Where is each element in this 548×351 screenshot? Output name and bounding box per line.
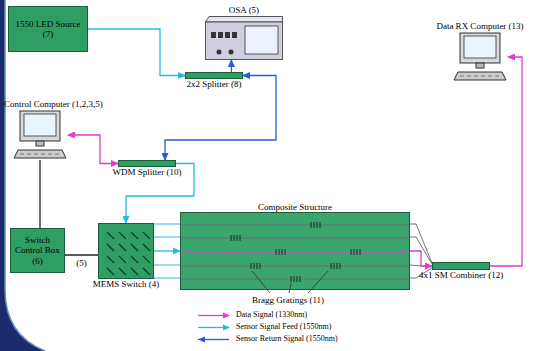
fiber-connector xyxy=(410,251,432,266)
fiber-connector xyxy=(154,250,180,251)
splitter-bar: WDM Splitter (10) xyxy=(118,160,176,167)
node-label: OSA (5) xyxy=(229,5,259,15)
node-label: Control Computer (1,2,3,5) xyxy=(4,99,103,109)
legend-sample xyxy=(196,323,232,332)
legend-text: Sensor Signal Feed (1550nm) xyxy=(236,322,331,331)
shape-art xyxy=(181,213,409,289)
node-label: 4x1 SM Combiner (12) xyxy=(419,270,503,280)
leader-line xyxy=(308,271,328,293)
shape-art xyxy=(205,16,283,60)
composite-panel: Composite Structure xyxy=(180,212,410,290)
control-box: Switch Control Box (6) xyxy=(10,228,65,273)
fiber-connector xyxy=(68,135,118,164)
fiber-connector xyxy=(490,57,522,266)
fiber-connector xyxy=(231,60,232,72)
node-label: MEMS Switch (4) xyxy=(93,279,160,289)
mems-switch: MEMS Switch (4) xyxy=(98,223,154,279)
fiber-connector xyxy=(165,76,276,161)
node-label: WDM Splitter (10) xyxy=(113,167,182,177)
fiber-connector xyxy=(88,29,185,76)
osa-instrument: OSA (5) xyxy=(205,16,283,60)
legend-text: Data Signal (1330nm) xyxy=(236,310,307,319)
callout-label: Bragg Gratings (11) xyxy=(252,295,324,305)
node-label: 2x2 Splitter (8) xyxy=(187,79,242,89)
fiber-fan xyxy=(410,224,432,278)
leader-line xyxy=(252,271,270,293)
legend-sample xyxy=(196,311,232,320)
frame-edge xyxy=(5,0,45,351)
frame-band xyxy=(0,0,45,351)
computer-icon: Control Computer (1,2,3,5) xyxy=(12,110,68,160)
node-label: Switch Control Box (6) xyxy=(14,235,61,266)
shape-art xyxy=(99,224,153,278)
combiner-bar: 4x1 SM Combiner (12) xyxy=(432,262,490,270)
legend-sample xyxy=(196,335,232,344)
computer-icon: Data RX Computer (13) xyxy=(452,32,508,82)
node-label: 1550 LED Source (7) xyxy=(12,19,84,40)
node-label: Composite Structure xyxy=(258,202,332,212)
splitter-bar: 2x2 Splitter (8) xyxy=(185,72,243,79)
fiber-bundle xyxy=(154,224,180,278)
legend-text: Sensor Return Signal (1550nm) xyxy=(236,334,338,343)
fiber-connector xyxy=(65,254,98,255)
leader-line xyxy=(289,283,291,293)
edge-label: (5) xyxy=(75,258,88,268)
node-label: Data RX Computer (13) xyxy=(436,21,523,31)
shape-art xyxy=(12,110,68,160)
shape-art xyxy=(452,32,508,82)
source-box: 1550 LED Source (7) xyxy=(8,6,88,52)
fiber-connector xyxy=(39,160,40,228)
